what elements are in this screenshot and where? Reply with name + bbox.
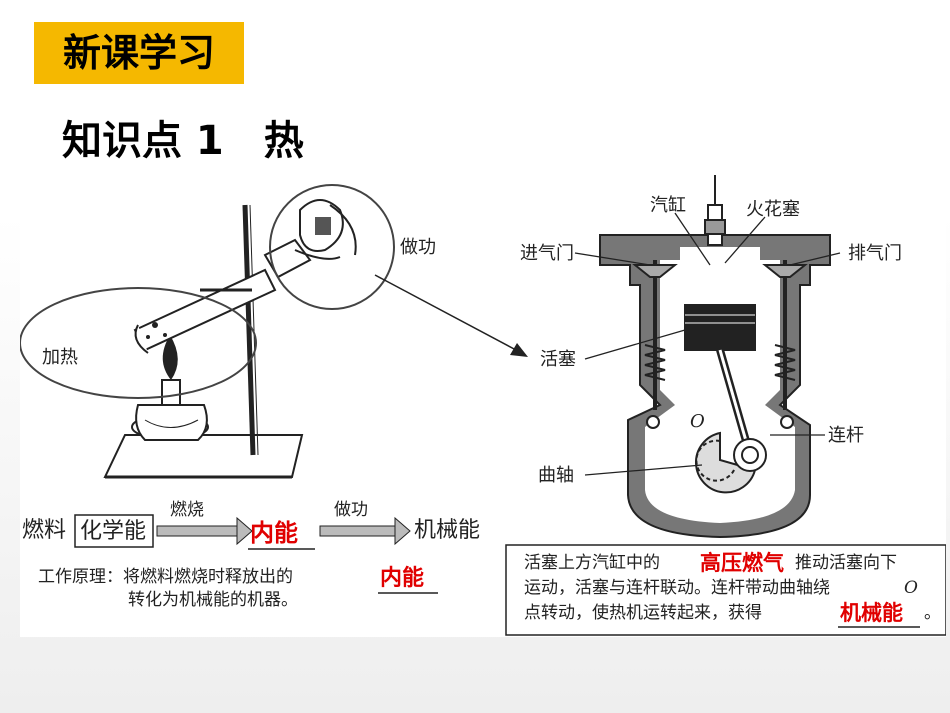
flow-arrow2-label: 做功 [334, 500, 368, 520]
flow-arrow1-label: 燃烧 [170, 500, 204, 520]
flow-chem: 化学能 [80, 519, 146, 544]
label-point-o: O [690, 411, 705, 432]
flow-fuel: 燃料 [22, 518, 66, 543]
desc-part1: 活塞上方汽缸中的 [524, 552, 660, 573]
work-circle [269, 184, 395, 310]
figure-svg: 做功 加热 燃料 化学能 燃烧 内能 做功 机械能 工作原理：将燃料燃烧时释放出… [19, 175, 947, 636]
flow-internal: 内能 [250, 518, 298, 547]
label-exhaust-valve: 排气门 [848, 243, 902, 264]
desc-answer2: 机械能 [840, 600, 903, 625]
section-tag: 新课学习 [34, 22, 244, 84]
desc-part2: 推动活塞向下 [795, 553, 897, 573]
label-spark-plug: 火花塞 [746, 199, 800, 220]
desc-line2: 运动，活塞与连杆联动。连杆带动曲轴绕 [524, 578, 830, 598]
heat-ellipse [19, 287, 257, 399]
flow-mech: 机械能 [414, 518, 480, 543]
desc-answer1: 高压燃气 [700, 550, 784, 575]
desc-line3: 点转动，使热机运转起来，获得 [524, 602, 762, 623]
steam-apparatus [103, 199, 357, 479]
flow-arrow2 [319, 525, 396, 537]
principle-prefix: 工作原理：将燃料燃烧时释放出的 [38, 567, 293, 587]
label-connecting-rod: 连杆 [828, 425, 864, 446]
page-title: 知识点 1 热 [62, 118, 304, 164]
desc-o: O [904, 578, 918, 598]
label-intake-valve: 进气门 [520, 243, 574, 264]
pointer-arrowhead [510, 343, 528, 357]
chem-box [74, 514, 154, 548]
label-heat: 加热 [42, 347, 78, 368]
desc-end: 。 [924, 603, 941, 623]
label-cylinder: 汽缸 [650, 194, 686, 216]
engine-diagram [599, 175, 831, 539]
pointer-arrow [374, 274, 517, 351]
description-box [505, 544, 947, 636]
engine-leaders [574, 212, 841, 476]
principle-answer: 内能 [380, 565, 424, 591]
principle-line2: 转化为机械能的机器。 [128, 590, 298, 610]
label-crankshaft: 曲轴 [538, 465, 574, 486]
label-work: 做功 [400, 237, 436, 258]
label-piston: 活塞 [540, 349, 576, 370]
figure-panel: 做功 加热 燃料 化学能 燃烧 内能 做功 机械能 工作原理：将燃料燃烧时释放出… [19, 165, 947, 637]
flow-arrow1 [156, 525, 238, 537]
